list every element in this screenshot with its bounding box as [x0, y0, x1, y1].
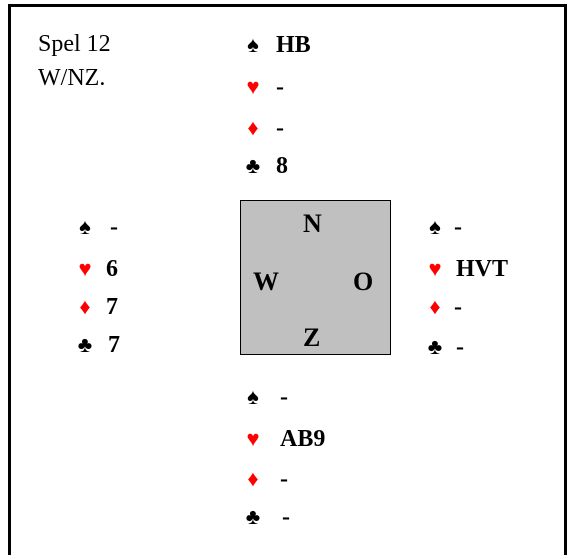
north-hearts-cards: - [276, 74, 284, 100]
spade-icon: ♠ [79, 214, 91, 239]
compass-north: N [303, 209, 322, 238]
spade-icon: ♠ [247, 32, 259, 57]
club-icon: ♣ [245, 504, 261, 529]
club-icon: ♣ [77, 332, 93, 357]
south-spades-cards: - [280, 384, 288, 410]
diamond-icon: ♦ [247, 466, 259, 491]
spade-icon: ♠ [247, 384, 259, 409]
north-spades-cards: HB [276, 32, 311, 58]
diamond-icon: ♦ [247, 115, 259, 140]
compass-table: N W O Z [240, 200, 391, 355]
diamond-icon: ♦ [429, 294, 441, 319]
west-spades-cards: - [110, 214, 118, 240]
north-diamonds-cards: - [276, 115, 284, 141]
east-clubs-cards: - [456, 334, 464, 360]
compass-south: Z [303, 323, 321, 352]
west-clubs-cards: 7 [108, 332, 120, 358]
club-icon: ♣ [245, 153, 261, 178]
east-diamonds-cards: - [454, 294, 462, 320]
diamond-icon: ♦ [79, 294, 91, 319]
spade-icon: ♠ [429, 214, 441, 239]
north-clubs-cards: 8 [276, 153, 288, 179]
west-diamonds-cards: 7 [106, 294, 118, 320]
compass-east: O [353, 267, 374, 296]
heart-icon: ♥ [246, 74, 260, 99]
dealer-vulnerability: W/NZ. [38, 65, 106, 91]
south-clubs-cards: - [282, 504, 290, 530]
south-diamonds-cards: - [280, 466, 288, 492]
diagram-frame [8, 4, 567, 555]
deal-number: Spel 12 [38, 31, 111, 57]
east-spades-cards: - [454, 214, 462, 240]
club-icon: ♣ [427, 334, 443, 359]
heart-icon: ♥ [428, 256, 442, 281]
compass-west: W [253, 267, 279, 296]
south-hearts-cards: AB9 [280, 426, 326, 452]
heart-icon: ♥ [246, 426, 260, 451]
west-hearts-cards: 6 [106, 256, 118, 282]
east-hearts-cards: HVT [456, 256, 509, 282]
heart-icon: ♥ [78, 256, 92, 281]
